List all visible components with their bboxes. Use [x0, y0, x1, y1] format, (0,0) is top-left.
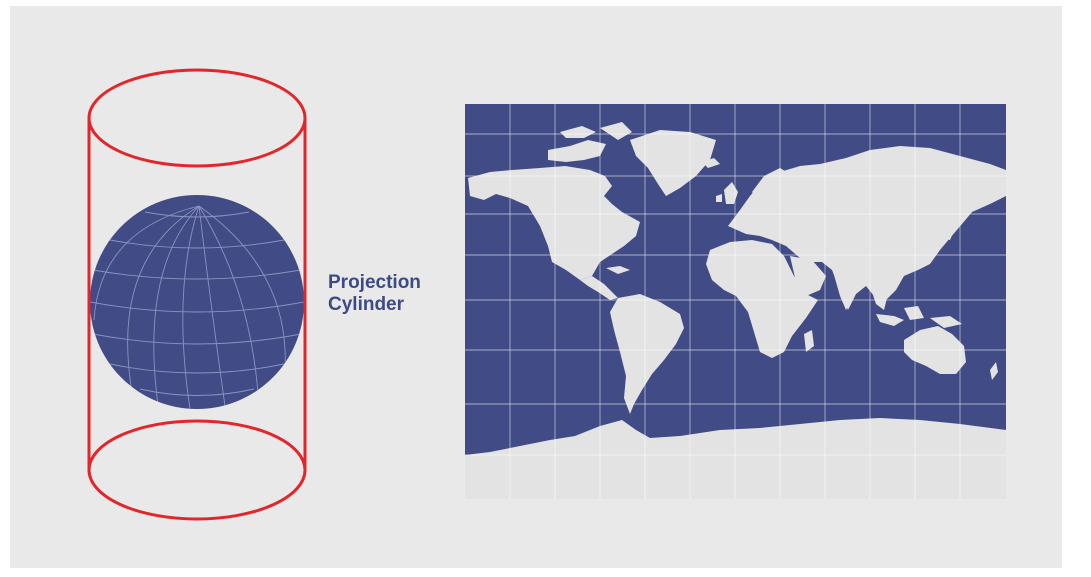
globe	[90, 195, 304, 409]
indonesia	[876, 306, 962, 328]
north-america	[468, 166, 640, 280]
iceland	[702, 158, 720, 168]
africa	[706, 240, 818, 358]
central-america	[580, 276, 618, 300]
map-graticule	[465, 104, 1006, 499]
japan	[942, 212, 958, 240]
globe-graticule	[90, 205, 304, 409]
greenland	[630, 130, 716, 196]
globe-sphere	[90, 195, 304, 409]
new-zealand	[990, 362, 998, 380]
label-line-2: Cylinder	[328, 294, 405, 315]
eurasia	[728, 146, 1006, 310]
projection-cylinder	[87, 68, 307, 521]
projection-cylinder-label: Projection Cylinder	[328, 272, 421, 316]
cylinder-top	[87, 68, 307, 168]
madagascar	[804, 330, 814, 352]
caribbean	[606, 266, 630, 274]
south-america	[610, 294, 684, 414]
arctic-islands	[548, 122, 632, 162]
southeast-asia	[866, 280, 888, 310]
label-line-1: Projection	[328, 272, 421, 293]
india	[832, 266, 862, 310]
british-isles	[716, 182, 738, 204]
cylinder-bottom	[87, 419, 307, 521]
world-map	[465, 104, 1006, 499]
